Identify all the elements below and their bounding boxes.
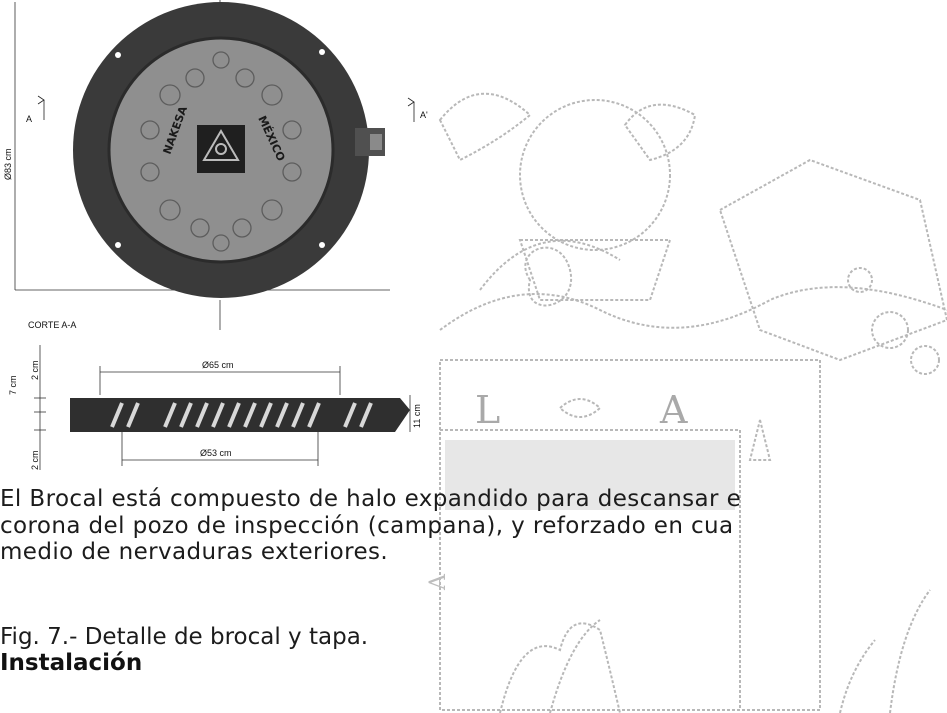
- cover-pattern-mark: [261, 84, 283, 106]
- cover-pattern-mark: [212, 51, 230, 69]
- tapa-cover-edge: [107, 36, 335, 264]
- banner-sketch: [439, 286, 947, 331]
- cover-pattern-mark: [282, 162, 302, 182]
- section-total-height: 7 cm: [8, 375, 18, 395]
- cover-pattern-mark: [185, 68, 205, 88]
- flower-sketch: [847, 267, 873, 293]
- section-hatch: [359, 402, 373, 428]
- cap-sketch: [518, 239, 672, 301]
- loop-sketch: [524, 246, 573, 307]
- paragraph-line-2: corona del pozo de inspección (campana),…: [0, 513, 734, 539]
- inner-shield-sketch: [439, 429, 741, 711]
- section-hatch: [163, 402, 177, 428]
- section-hatch: [343, 402, 357, 428]
- hexagon-sketch: [718, 158, 947, 362]
- figure-caption: Fig. 7.- Detalle de brocal y tapa.: [0, 624, 369, 650]
- stipple-block: [445, 440, 735, 510]
- cover-pattern-mark: [235, 68, 255, 88]
- section-hatch: [259, 402, 273, 428]
- right-wing-sketch: [623, 103, 697, 162]
- cut-arrow-left: [37, 95, 45, 105]
- bolt-hole: [115, 242, 121, 248]
- paragraph-line-3: medio de nervaduras exteriores.: [0, 539, 389, 565]
- coat-of-arms-watermark: L A A: [426, 92, 947, 713]
- brocal-lug-hole: [370, 134, 382, 150]
- cover-pattern-mark: [261, 199, 283, 221]
- cover-emblem-symbol: [202, 129, 240, 161]
- carrot-sketch: [748, 419, 772, 461]
- cover-pattern-mark: [282, 120, 302, 140]
- cover-pattern-mark: [190, 218, 210, 238]
- ornament-sketch: [558, 398, 602, 418]
- cover-emblem: [197, 125, 245, 173]
- section-hatch: [243, 402, 257, 428]
- section-hatch: [126, 402, 140, 428]
- section-bottom-offset: 2 cm: [30, 450, 40, 470]
- eagle-head-sketch: [519, 99, 671, 251]
- watermark-letter-a: A: [659, 388, 688, 432]
- section-hatch: [307, 402, 321, 428]
- cover-pattern-mark: [232, 218, 252, 238]
- cover-pattern-mark: [159, 199, 181, 221]
- section-bottom-diameter: Ø53 cm: [200, 448, 232, 458]
- cover-pattern-mark: [140, 162, 160, 182]
- section-hatch: [110, 402, 124, 428]
- section-hatch: [227, 402, 241, 428]
- hand-sketch: [499, 622, 621, 713]
- paragraph-line-1: El Brocal está compuesto de halo expandi…: [0, 486, 742, 512]
- leaf-sketch: [889, 589, 931, 713]
- section-hatch: [275, 402, 289, 428]
- cover-pattern-mark: [212, 234, 230, 252]
- section-top-offset: 2 cm: [30, 360, 40, 380]
- flower-sketch: [871, 311, 909, 349]
- watermark-vertical-letter: A: [426, 573, 451, 591]
- flower-sketch: [910, 345, 940, 375]
- watermark-letter-l: L: [475, 388, 500, 432]
- plan-diameter-label: Ø83 cm: [3, 148, 13, 180]
- section-hatch: [179, 402, 193, 428]
- cover-pattern-mark: [140, 120, 160, 140]
- brocal-tapa-drawing: NAKESA MÉXICO A A' Ø83 cm CORTE A-A: [3, 0, 428, 470]
- section-right-height: 11 cm: [412, 404, 422, 428]
- bolt-hole: [319, 49, 325, 55]
- section-body: [70, 398, 410, 432]
- plan-cut-label-left: A: [26, 114, 32, 124]
- section-top-diameter: Ø65 cm: [202, 360, 234, 370]
- bolt-hole: [115, 52, 121, 58]
- section-hatch: [291, 402, 305, 428]
- section-hatch: [195, 402, 209, 428]
- ribbon-sketch: [479, 239, 621, 291]
- section-heading: Instalación: [0, 650, 143, 676]
- bolt-hole: [319, 242, 325, 248]
- cover-emblem-symbol: [215, 143, 227, 155]
- left-wing-sketch: [438, 92, 532, 162]
- leaf-sketch: [839, 639, 876, 713]
- section-hatch: [211, 402, 225, 428]
- cut-arrow-right: [407, 97, 415, 107]
- plan-cut-label-right: A': [420, 110, 428, 120]
- section-title: CORTE A-A: [28, 320, 76, 330]
- cover-pattern-mark: [159, 84, 181, 106]
- hand-sketch: [549, 619, 601, 713]
